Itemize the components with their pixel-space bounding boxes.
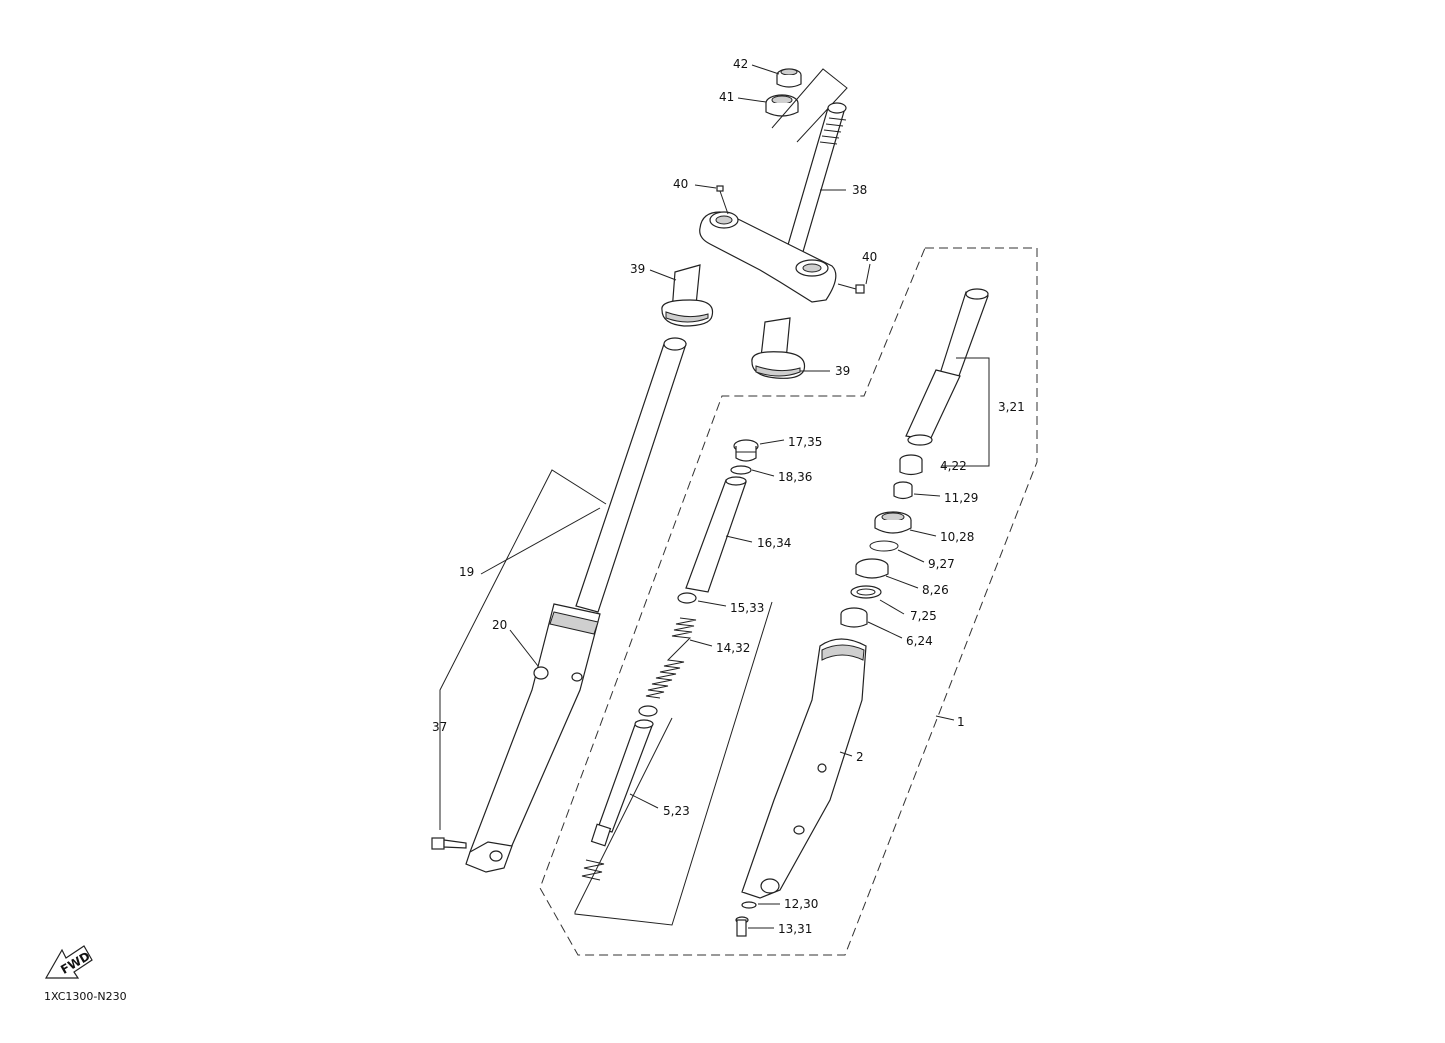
bracket-41-42 xyxy=(771,68,848,143)
callout-18-36: 18,36 xyxy=(778,470,812,484)
slide-metal-11 xyxy=(893,481,913,500)
callout-42: 42 xyxy=(733,57,748,71)
fwd-arrow-icon: FWD xyxy=(44,945,93,979)
slide-metal-4 xyxy=(899,454,923,476)
callout-20: 20 xyxy=(492,618,507,632)
fork-cover-left xyxy=(661,264,714,327)
callout-9-27: 9,27 xyxy=(928,557,955,571)
callout-labels: 42 41 40 38 40 39 39 3,21 4,22 17,35 18,… xyxy=(432,57,1025,936)
inner-tube-left xyxy=(575,337,687,613)
clip-9 xyxy=(869,540,899,552)
drain-bolt-13 xyxy=(735,916,749,937)
callout-8-26: 8,26 xyxy=(922,583,949,597)
callout-2: 2 xyxy=(856,750,864,764)
callout-12-30: 12,30 xyxy=(784,897,818,911)
callout-3-21: 3,21 xyxy=(998,400,1025,414)
o-ring-18 xyxy=(730,465,752,475)
callout-7-25: 7,25 xyxy=(910,609,937,623)
callout-15-33: 15,33 xyxy=(730,601,764,615)
outer-tube-right-2 xyxy=(741,638,867,899)
leader-lines xyxy=(439,64,990,929)
diagram-code: 1XC1300-N230 xyxy=(44,990,127,1003)
callout-38: 38 xyxy=(852,183,867,197)
callout-11-29: 11,29 xyxy=(944,491,978,505)
dust-seal-8 xyxy=(855,558,889,579)
bearing-race-top xyxy=(776,68,802,88)
washer-7 xyxy=(850,585,882,599)
callout-16-34: 16,34 xyxy=(757,536,791,550)
cap-bolt xyxy=(733,439,759,462)
callout-19: 19 xyxy=(459,565,474,579)
under-bracket xyxy=(699,211,837,303)
callout-40-right: 40 xyxy=(862,250,877,264)
oil-seal-10 xyxy=(874,511,912,534)
washer-15 xyxy=(677,592,697,604)
callout-41: 41 xyxy=(719,90,734,104)
piston-ring xyxy=(638,705,658,717)
callout-14-32: 14,32 xyxy=(716,641,750,655)
spacer-16 xyxy=(685,476,747,593)
callout-1: 1 xyxy=(957,715,965,729)
outer-tube-left xyxy=(465,603,601,873)
axle-bolt-37 xyxy=(431,837,467,850)
callout-37: 37 xyxy=(432,720,447,734)
callout-10-28: 10,28 xyxy=(940,530,974,544)
fork-cover-right xyxy=(751,317,806,379)
steering-stem xyxy=(782,102,847,263)
gasket-12 xyxy=(741,901,757,909)
callout-17-35: 17,35 xyxy=(788,435,822,449)
bolt-top xyxy=(716,185,729,215)
bearing-top xyxy=(765,94,799,117)
slide-metal-6 xyxy=(840,607,868,628)
callout-5-23: 5,23 xyxy=(663,804,690,818)
callout-39-left: 39 xyxy=(630,262,645,276)
fork-spring-14 xyxy=(645,617,697,699)
callout-40-top: 40 xyxy=(673,177,688,191)
callout-39-right: 39 xyxy=(835,364,850,378)
callout-6-24: 6,24 xyxy=(906,634,933,648)
inner-tube-right xyxy=(905,288,989,446)
assembly-outline-outer xyxy=(539,247,1038,956)
callout-4-22: 4,22 xyxy=(940,459,967,473)
assembly-outline-inner xyxy=(574,601,773,926)
bolt-right xyxy=(837,283,865,294)
callout-13-31: 13,31 xyxy=(778,922,812,936)
damper-rod-5 xyxy=(581,719,654,881)
